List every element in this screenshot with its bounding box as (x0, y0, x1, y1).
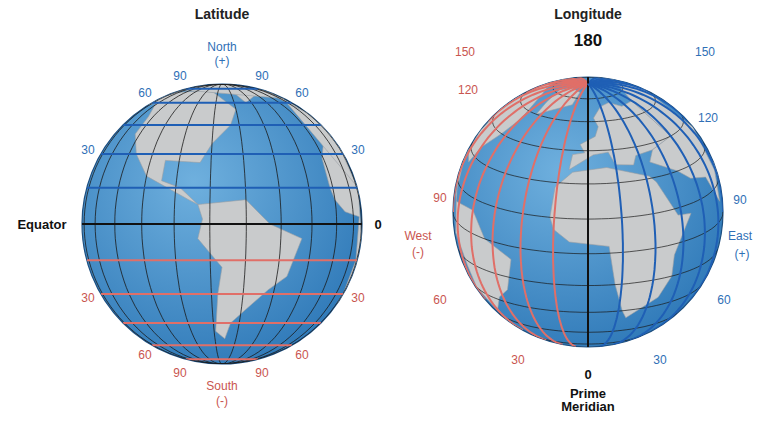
degree-label: 0 (374, 218, 381, 231)
meridian-line (493, 84, 589, 341)
sign-label: (+) (215, 55, 230, 68)
meridian-line (588, 84, 656, 345)
degree-label: 30 (653, 354, 666, 367)
parallel-line (101, 293, 343, 295)
degree-label: 30 (351, 144, 364, 157)
sign-label: (+) (735, 248, 750, 261)
degree-label: 60 (717, 294, 730, 307)
hemisphere-label: West (404, 230, 431, 243)
degree-label: 30 (511, 354, 524, 367)
meridian-line (453, 84, 588, 212)
parallel-line (123, 124, 321, 126)
equator-line (82, 223, 362, 225)
meridian-line (553, 84, 588, 347)
degree-label: 90 (255, 70, 268, 83)
prime-meridian-line (587, 84, 589, 347)
meridian-line (588, 84, 623, 347)
meridian-line (588, 84, 705, 331)
degree-label: 30 (351, 292, 364, 305)
meridian-line (588, 83, 688, 121)
sign-label: (-) (216, 395, 228, 408)
meridian-line (588, 82, 650, 92)
latitude-globe (82, 84, 362, 364)
meridian-line (588, 84, 718, 300)
degree-label: 60 (295, 349, 308, 362)
degree-label: 90 (733, 194, 746, 207)
panel-title: Latitude (195, 8, 249, 21)
degree-label: 180 (574, 34, 602, 47)
parallel-line (186, 88, 258, 90)
hemisphere-label: South (206, 380, 237, 393)
degree-label: 90 (173, 70, 186, 83)
meridian-line (588, 77, 599, 83)
land-mass (198, 200, 302, 339)
latitude-grid (82, 84, 362, 364)
panel-title: Longitude (554, 8, 622, 21)
parallel-line (87, 187, 357, 189)
meridian-line (588, 84, 723, 212)
parallel-line (123, 322, 321, 324)
degree-label: 120 (698, 112, 718, 125)
parallel-line (152, 102, 292, 104)
hemisphere-label: East (728, 230, 752, 243)
meridian-line (588, 84, 684, 341)
degree-label: 0 (584, 368, 591, 381)
parallel-line (152, 344, 292, 346)
antimeridian-line (587, 77, 589, 84)
sign-label: (-) (412, 246, 424, 259)
degree-label: 150 (455, 46, 475, 59)
degree-label: 120 (458, 84, 478, 97)
degree-label: 60 (138, 87, 151, 100)
hemisphere-label: North (207, 41, 236, 54)
degree-label: 150 (695, 46, 715, 59)
parallel-line (101, 153, 343, 155)
meridian-label: Prime Meridian (553, 387, 623, 413)
equator-label: Equator (17, 218, 66, 231)
degree-label: 60 (138, 349, 151, 362)
degree-label: 60 (433, 294, 446, 307)
longitude-globe (453, 77, 723, 347)
degree-label: 30 (81, 144, 94, 157)
parallel-line (87, 259, 357, 261)
degree-label: 60 (295, 87, 308, 100)
degree-label: 30 (81, 292, 94, 305)
degree-label: 90 (173, 367, 186, 380)
parallel-line (186, 358, 258, 360)
longitude-grid (453, 77, 723, 347)
degree-label: 90 (433, 192, 446, 205)
degree-label: 90 (255, 367, 268, 380)
